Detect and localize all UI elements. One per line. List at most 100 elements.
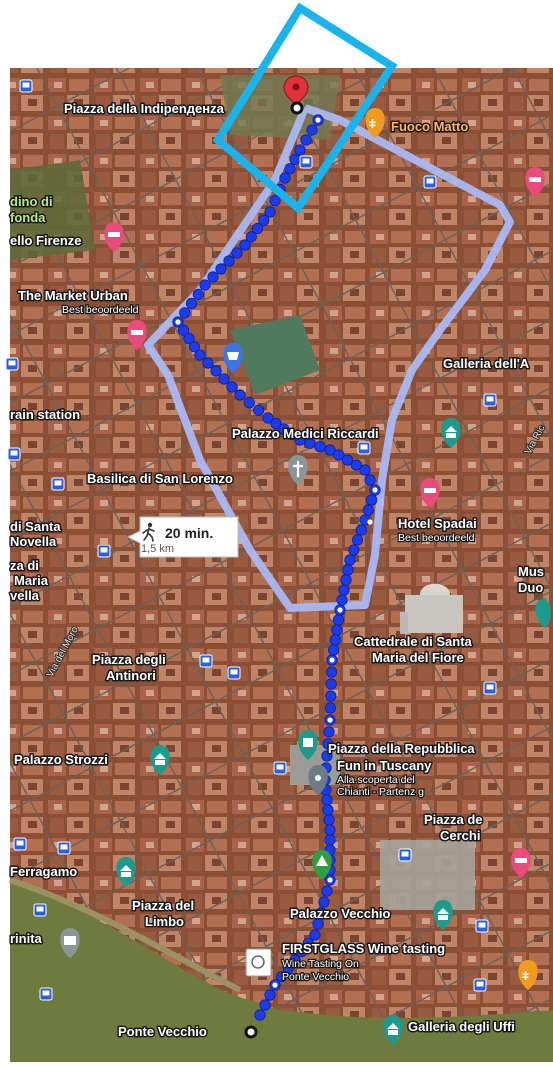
tree-icon[interactable] xyxy=(312,850,332,880)
route-dot xyxy=(340,574,352,586)
route-dot xyxy=(215,263,227,275)
route-dot xyxy=(245,231,257,243)
shopping-icon[interactable] xyxy=(223,343,243,373)
alternate-route-line[interactable] xyxy=(144,104,514,612)
label-maria-3: vella xyxy=(10,588,40,603)
route-dot xyxy=(344,554,356,566)
route-dot xyxy=(264,989,276,1001)
route-dot xyxy=(282,962,294,974)
route-dot xyxy=(223,255,235,267)
walking-route-dots[interactable] xyxy=(172,114,381,1021)
museum-icon[interactable] xyxy=(116,857,136,887)
hotel-icon[interactable] xyxy=(127,320,147,350)
route-dot xyxy=(318,896,330,908)
route-dot xyxy=(327,644,340,656)
map-pin-icon[interactable] xyxy=(283,75,309,105)
label-hotel-spadai-sub: Best beoordeeld xyxy=(398,532,475,544)
bus-stop-glyph xyxy=(36,906,44,912)
route-dot xyxy=(218,373,230,385)
hotel-icon[interactable] xyxy=(420,478,440,508)
garden-area xyxy=(10,160,95,260)
route-dot xyxy=(243,397,255,409)
route-dot xyxy=(251,222,264,235)
label-galleria-uffizi[interactable]: Galleria degli Uffi xyxy=(407,1018,517,1036)
label-ponte-vecchio[interactable]: Ponte Vecchio xyxy=(117,1023,209,1041)
route-dot xyxy=(332,614,344,626)
label-piazza-antinori-2[interactable]: Antinori xyxy=(105,667,158,685)
label-santa-novella-1[interactable]: di Santa xyxy=(9,518,63,536)
cathedral-icon[interactable] xyxy=(400,583,463,634)
route-dot xyxy=(210,365,222,377)
label-piazza-cerchi-1[interactable]: Piazza de xyxy=(423,811,485,829)
luggage-icon[interactable] xyxy=(60,928,80,958)
route-waypoint xyxy=(272,982,278,988)
route-dot xyxy=(188,341,201,353)
route-dot xyxy=(253,404,265,416)
label-hotel-spadai[interactable]: Hotel Spadai xyxy=(397,515,479,533)
label-santa-novella-2[interactable]: Novella xyxy=(9,533,59,551)
wine-tasting-icon[interactable] xyxy=(245,948,272,977)
label-maria-2: Maria xyxy=(14,573,49,588)
route-dot xyxy=(324,702,336,714)
museum-icon[interactable] xyxy=(298,730,318,760)
label-market-urban[interactable]: The Market Urban xyxy=(17,287,130,305)
highlight-box xyxy=(212,2,398,214)
restaurant-icon[interactable]: ǂ xyxy=(365,108,385,138)
route-dot xyxy=(258,214,270,226)
label-cattedrale-2[interactable]: Maria del Fiore xyxy=(371,649,466,667)
route-start-marker[interactable] xyxy=(290,101,304,115)
museum-icon[interactable] xyxy=(150,745,170,775)
label-galleria-accademia[interactable]: Galleria dell'A xyxy=(442,355,532,373)
hotel-icon[interactable] xyxy=(104,222,124,252)
church-icon[interactable] xyxy=(288,455,308,485)
route-dot xyxy=(199,279,211,291)
route-end-marker[interactable] xyxy=(244,1025,258,1039)
camera-icon[interactable] xyxy=(308,765,328,795)
route-dot xyxy=(183,332,195,345)
route-dot xyxy=(284,163,296,175)
museum-icon[interactable] xyxy=(535,598,551,628)
label-trinita[interactable]: rinita xyxy=(9,930,45,948)
label-train-station[interactable]: rain station xyxy=(9,406,82,424)
label-fuoco-matto[interactable]: Fuoco Matto xyxy=(390,118,470,136)
label-palazzo-medici[interactable]: Palazzo Medici Riccardi xyxy=(231,425,381,443)
label-ferragamo[interactable]: Ferragamo xyxy=(9,863,79,881)
route-dot xyxy=(321,750,333,762)
museum-icon[interactable] xyxy=(433,900,453,930)
hotel-icon[interactable] xyxy=(525,167,545,197)
label-basilica[interactable]: Basilica di San Lorenzo xyxy=(86,470,235,488)
route-dot xyxy=(322,738,334,750)
label-palazzo-strozzi[interactable]: Palazzo Strozzi xyxy=(13,751,110,769)
route-dot xyxy=(322,804,334,816)
label-museo-1[interactable]: Mus xyxy=(517,563,546,581)
label-palazzo-vecchio[interactable]: Palazzo Vecchio xyxy=(289,905,392,923)
label-piazza-cerchi-2[interactable]: Cerchi xyxy=(439,827,482,845)
route-duration: 20 min. xyxy=(165,525,213,541)
route-dot xyxy=(289,153,301,165)
label-piazza-antinori-1[interactable]: Piazza degli xyxy=(91,651,168,669)
route-dot xyxy=(315,907,327,919)
hotel-icon[interactable] xyxy=(511,848,531,878)
museum-icon[interactable] xyxy=(441,418,461,448)
label-repubblica[interactable]: Piazza della Repubblica xyxy=(327,740,477,758)
bus-stop-glyph xyxy=(230,669,238,675)
label-cattedrale-1[interactable]: Cattedrale di Santa xyxy=(353,633,475,651)
restaurant-icon[interactable]: ǂ xyxy=(518,960,538,990)
label-piazza-indipendenza[interactable]: Piazza della Indipenденza xyxy=(63,100,227,118)
route-dot xyxy=(179,307,191,319)
label-piazza-limbo-1[interactable]: Piazza del xyxy=(131,897,196,915)
label-museo-2[interactable]: Duo xyxy=(517,579,545,597)
label-ello-firenze[interactable]: ello Firenze xyxy=(9,232,84,250)
label-fun-tuscany[interactable]: Fun in Tuscany xyxy=(336,757,434,775)
route-dot xyxy=(324,824,336,836)
label-piazza-limbo-2[interactable]: Limbo xyxy=(144,913,186,931)
museum-icon[interactable] xyxy=(383,1015,403,1045)
route-dot xyxy=(300,134,312,146)
route-dot xyxy=(350,459,362,471)
route-dot xyxy=(192,288,204,300)
label-firstglass[interactable]: FIRSTGLASS Wine tasting xyxy=(281,940,447,958)
label-fun-sub-1: Alla scoperta del xyxy=(337,774,415,786)
bus-stop-glyph xyxy=(60,844,68,850)
route-duration-callout[interactable]: 20 min. 1,5 km xyxy=(126,516,239,558)
